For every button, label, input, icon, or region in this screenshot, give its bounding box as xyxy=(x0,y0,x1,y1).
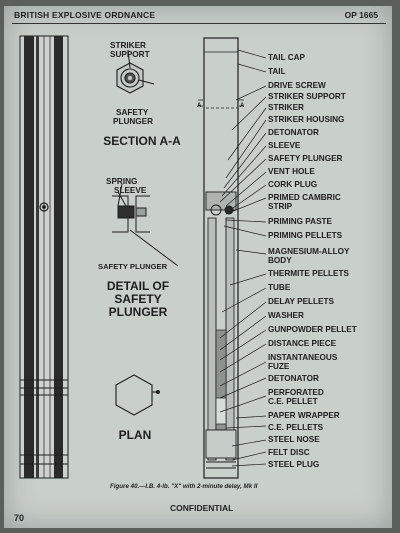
label-sleeve: SLEEVE xyxy=(114,186,147,195)
callout-paper-wrapper: PAPER WRAPPER xyxy=(268,411,340,420)
page-number: 70 xyxy=(14,513,25,523)
section-mark-right: A xyxy=(240,103,245,109)
document-page xyxy=(4,6,392,528)
callout-detonator-bottom: DETONATOR xyxy=(268,374,319,383)
callout-tube: TUBE xyxy=(268,283,291,292)
callout-priming-pellets: PRIMING PELLETS xyxy=(268,231,343,240)
callout-detonator-top: DETONATOR xyxy=(268,128,319,137)
callout-striker-support: STRIKER SUPPORT xyxy=(268,92,346,101)
callout-steel-plug: STEEL PLUG xyxy=(268,460,320,469)
callout-tail-cap: TAIL CAP xyxy=(268,53,305,62)
callout-priming-paste: PRIMING PASTE xyxy=(268,217,332,226)
header-rule xyxy=(12,23,386,24)
callout-vent-hole: VENT HOLE xyxy=(268,167,315,176)
detail-title-line-2: SAFETY xyxy=(114,292,162,306)
callout-leaders xyxy=(219,49,267,467)
plan-title: PLAN xyxy=(118,428,152,442)
header-title: BRITISH EXPLOSIVE ORDNANCE xyxy=(14,10,156,20)
callout-ce-pellets: C.E. PELLETS xyxy=(268,423,324,432)
exterior-view xyxy=(19,35,69,479)
header-doc-number: OP 1665 xyxy=(344,10,378,20)
callout-magnesium-alloy: MAGNESIUM-ALLOY xyxy=(268,247,350,256)
section-aa-drawing xyxy=(116,49,155,94)
callout-steel-nose: STEEL NOSE xyxy=(268,435,320,444)
label-plunger: PLUNGER xyxy=(113,117,154,126)
label-striker: STRIKER xyxy=(110,41,146,50)
callout-fuze: FUZE xyxy=(268,362,290,371)
classification-marking: CONFIDENTIAL xyxy=(170,503,234,513)
plan-drawing xyxy=(115,374,160,416)
callout-striker-housing: STRIKER HOUSING xyxy=(268,115,345,124)
callout-safety-plunger: SAFETY PLUNGER xyxy=(268,154,343,163)
callout-distance-piece: DISTANCE PIECE xyxy=(268,339,337,348)
callout-body: BODY xyxy=(268,256,292,265)
callout-instantaneous: INSTANTANEOUS xyxy=(268,353,338,362)
callout-ce-pellet: C.E. PELLET xyxy=(268,397,318,406)
label-support: SUPPORT xyxy=(110,50,150,59)
detail-title-line-1: DETAIL OF xyxy=(106,279,170,293)
section-mark-left: A xyxy=(197,103,202,109)
callout-primed-cambric: PRIMED CAMBRIC xyxy=(268,193,341,202)
callout-thermite-pellets: THERMITE PELLETS xyxy=(268,269,349,278)
callout-cork-plug: CORK PLUG xyxy=(268,180,318,189)
callout-perforated: PERFORATED xyxy=(268,388,324,397)
label-spring: SPRING xyxy=(106,177,138,186)
callout-sleeve: SLEEVE xyxy=(268,141,301,150)
callout-tail: TAIL xyxy=(268,67,286,76)
callout-washer: WASHER xyxy=(268,311,304,320)
sectional-view xyxy=(198,37,244,479)
detail-drawing xyxy=(112,183,179,267)
section-aa-title: SECTION A-A xyxy=(103,134,181,148)
callout-felt-disc: FELT DISC xyxy=(268,448,310,457)
callout-striker: STRIKER xyxy=(268,103,304,112)
label-safety-plunger: SAFETY PLUNGER xyxy=(98,262,168,271)
callout-delay-pellets: DELAY PELLETS xyxy=(268,297,334,306)
callout-strip: STRIP xyxy=(268,202,293,211)
figure-caption: Figure 40.—I.B. 4-lb. "X" with 2-minute … xyxy=(110,483,258,490)
detail-title-line-3: PLUNGER xyxy=(108,305,168,319)
callout-gunpowder-pellet: GUNPOWDER PELLET xyxy=(268,325,357,334)
callout-drive-screw: DRIVE SCREW xyxy=(268,81,326,90)
label-safety: SAFETY xyxy=(116,108,149,117)
